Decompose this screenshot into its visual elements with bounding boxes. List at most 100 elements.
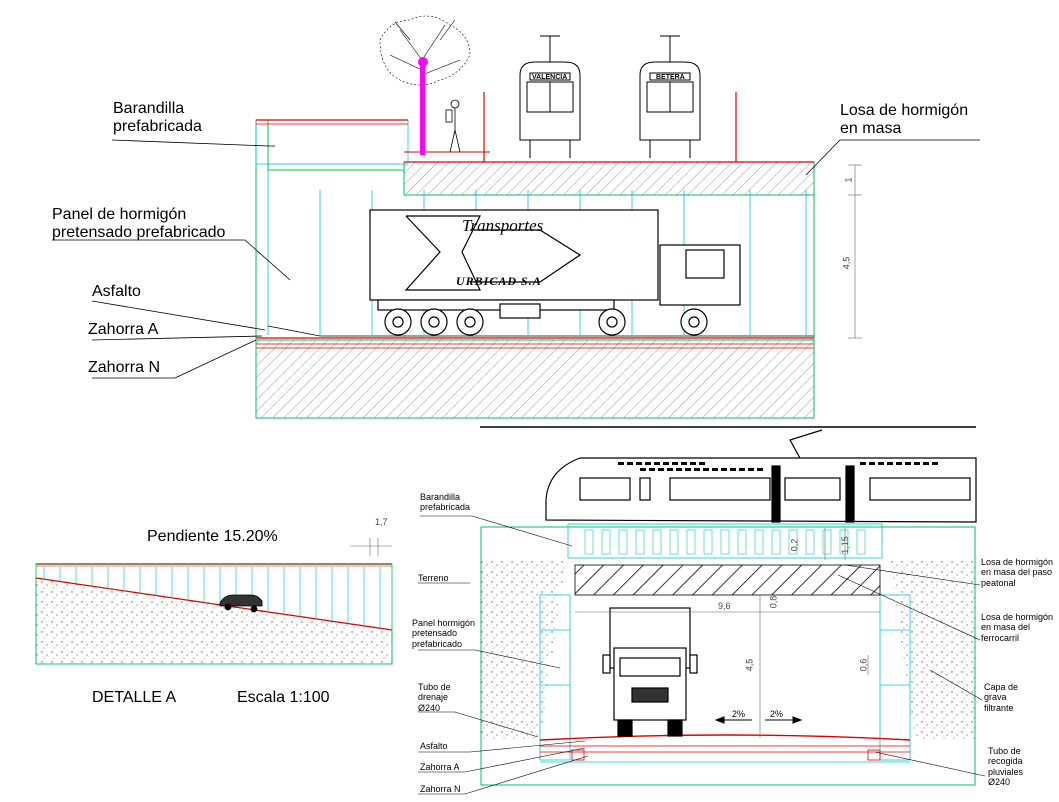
train-vent xyxy=(645,462,651,465)
detail-title: DETALLE A xyxy=(92,689,177,706)
train-vent xyxy=(685,468,691,471)
train-vent xyxy=(690,462,696,465)
cs-dim-02: 0,2 xyxy=(789,538,800,552)
train-vent xyxy=(887,462,893,465)
top-panel-line2: pretensado prefabricado xyxy=(52,224,226,242)
cs-tubo-drenaje-line3: Ø240 xyxy=(418,702,441,713)
cs-dim-08: 0,8 xyxy=(768,595,779,609)
tram-right-sign: BETERA xyxy=(656,74,685,81)
train-vent xyxy=(757,468,763,471)
train-vent xyxy=(654,462,660,465)
truck-front-icon xyxy=(602,607,698,737)
truck-company: URBICAD S.A xyxy=(456,274,542,288)
cs-capa-grava-line1: Capa de xyxy=(984,682,1019,692)
train-vent xyxy=(694,468,700,471)
railing xyxy=(255,119,409,165)
car-icon xyxy=(219,594,263,613)
cs-capa-grava-label: Capa de grava filtrante xyxy=(984,682,1018,713)
top-asfalto-label: Asfalto xyxy=(92,283,141,300)
cs-dim-45: 4,5 xyxy=(744,658,755,672)
train-vent xyxy=(672,462,678,465)
cs-capa-grava-line3: filtrante xyxy=(984,702,1014,713)
train-vent xyxy=(896,462,902,465)
deck-cells xyxy=(584,529,866,555)
cs-panel-label: Panel hormigón pretensado prefabricado xyxy=(412,618,475,649)
top-barandilla-line1: Barandilla xyxy=(113,100,185,117)
cs-tubo-recogida-label: Tubo de recogida pluviales Ø240 xyxy=(988,746,1023,787)
detail-slope-ground xyxy=(35,577,393,665)
deck-cell xyxy=(839,529,849,555)
cs-losa-ferro-line1: Losa de hormigón xyxy=(981,612,1054,622)
slab xyxy=(403,161,815,196)
train-vent xyxy=(914,462,920,465)
train-vent xyxy=(676,468,682,471)
train-vent xyxy=(923,462,929,465)
cs-asfalto-label: Asfalto xyxy=(420,741,448,751)
top-zahorra-n-label: Zahorra N xyxy=(88,359,161,376)
cs-tubo-recogida-line3: pluviales xyxy=(988,766,1024,777)
cs-capa-grava-line2: grava xyxy=(984,692,1007,703)
cs-losa-ferro-label: Losa de hormigón en masa del ferrocarril xyxy=(981,612,1053,643)
train-vent xyxy=(869,462,875,465)
train-vent xyxy=(649,468,655,471)
cs-leaders xyxy=(418,515,986,795)
cs-losa-paso-label: Losa de hormigón en masa del paso peaton… xyxy=(981,557,1053,588)
cs-tubo-recogida-line1: Tubo de xyxy=(988,746,1021,756)
cs-tubo-drenaje-line1: Tubo de xyxy=(418,682,451,692)
train-vent xyxy=(748,468,754,471)
deck-cell xyxy=(788,529,798,555)
top-panel-label: Panel de hormigón pretensado prefabricad… xyxy=(52,206,225,243)
train-vent xyxy=(618,462,624,465)
top-section xyxy=(52,15,980,419)
cs-panel-line3: prefabricado xyxy=(412,638,463,649)
train-vent xyxy=(712,468,718,471)
truck-brand: Transportes xyxy=(462,216,544,235)
detail-pendiente: Pendiente 15.20% xyxy=(147,528,278,545)
deck-cell xyxy=(652,529,662,555)
train-vent xyxy=(663,462,669,465)
slope-arrows xyxy=(714,716,803,724)
train-vent xyxy=(636,462,642,465)
cross-section xyxy=(418,426,986,795)
deck-cell xyxy=(686,529,696,555)
train-vent xyxy=(932,462,938,465)
deck-cell xyxy=(856,529,866,555)
deck-cell xyxy=(635,529,645,555)
train-vent xyxy=(681,462,687,465)
deck-cell xyxy=(601,529,611,555)
cs-tubo-drenaje-line2: drenaje xyxy=(418,692,449,703)
top-losa-line2: en masa xyxy=(840,120,902,138)
top-barandilla-label: Barandilla prefabricada xyxy=(113,100,202,137)
cs-dim-96: 9,6 xyxy=(718,601,731,611)
terreno-left xyxy=(481,560,566,740)
cs-zahorra-a-label: Zahorra A xyxy=(420,762,460,772)
cs-dim-06: 0,6 xyxy=(858,658,869,672)
train-vent xyxy=(667,468,673,471)
top-dimensions xyxy=(848,164,862,339)
tram-left-icon xyxy=(519,35,581,158)
train-vent xyxy=(878,462,884,465)
cs-barandilla-line1: Barandilla xyxy=(420,492,461,502)
wall-left xyxy=(539,594,571,761)
cs-zahorra-n-label: Zahorra N xyxy=(420,784,461,794)
cs-tubo-recogida-line4: Ø240 xyxy=(988,777,1011,788)
train-vents xyxy=(618,462,938,471)
train-vent xyxy=(658,468,664,471)
deck-cell xyxy=(737,529,747,555)
cs-terreno-label: Terreno xyxy=(418,573,449,583)
train-vent xyxy=(627,462,633,465)
cs-panel-line1: Panel hormigón xyxy=(412,618,476,628)
train-vent xyxy=(739,468,745,471)
cs-tubo-recogida-line2: recogida xyxy=(988,756,1023,767)
train-vent xyxy=(905,462,911,465)
top-losa-label: Losa de hormigón en masa xyxy=(840,102,968,139)
deck-cell xyxy=(618,529,628,555)
deck-cell xyxy=(669,529,679,555)
detail-dim-17: 1,7 xyxy=(375,517,388,527)
tram-right-icon xyxy=(639,35,701,158)
top-dim-1: 1 xyxy=(843,177,854,183)
detail-a xyxy=(35,538,393,665)
ground-hatch xyxy=(255,339,815,419)
cs-losa-paso-line2: en masa del paso xyxy=(981,567,1053,578)
